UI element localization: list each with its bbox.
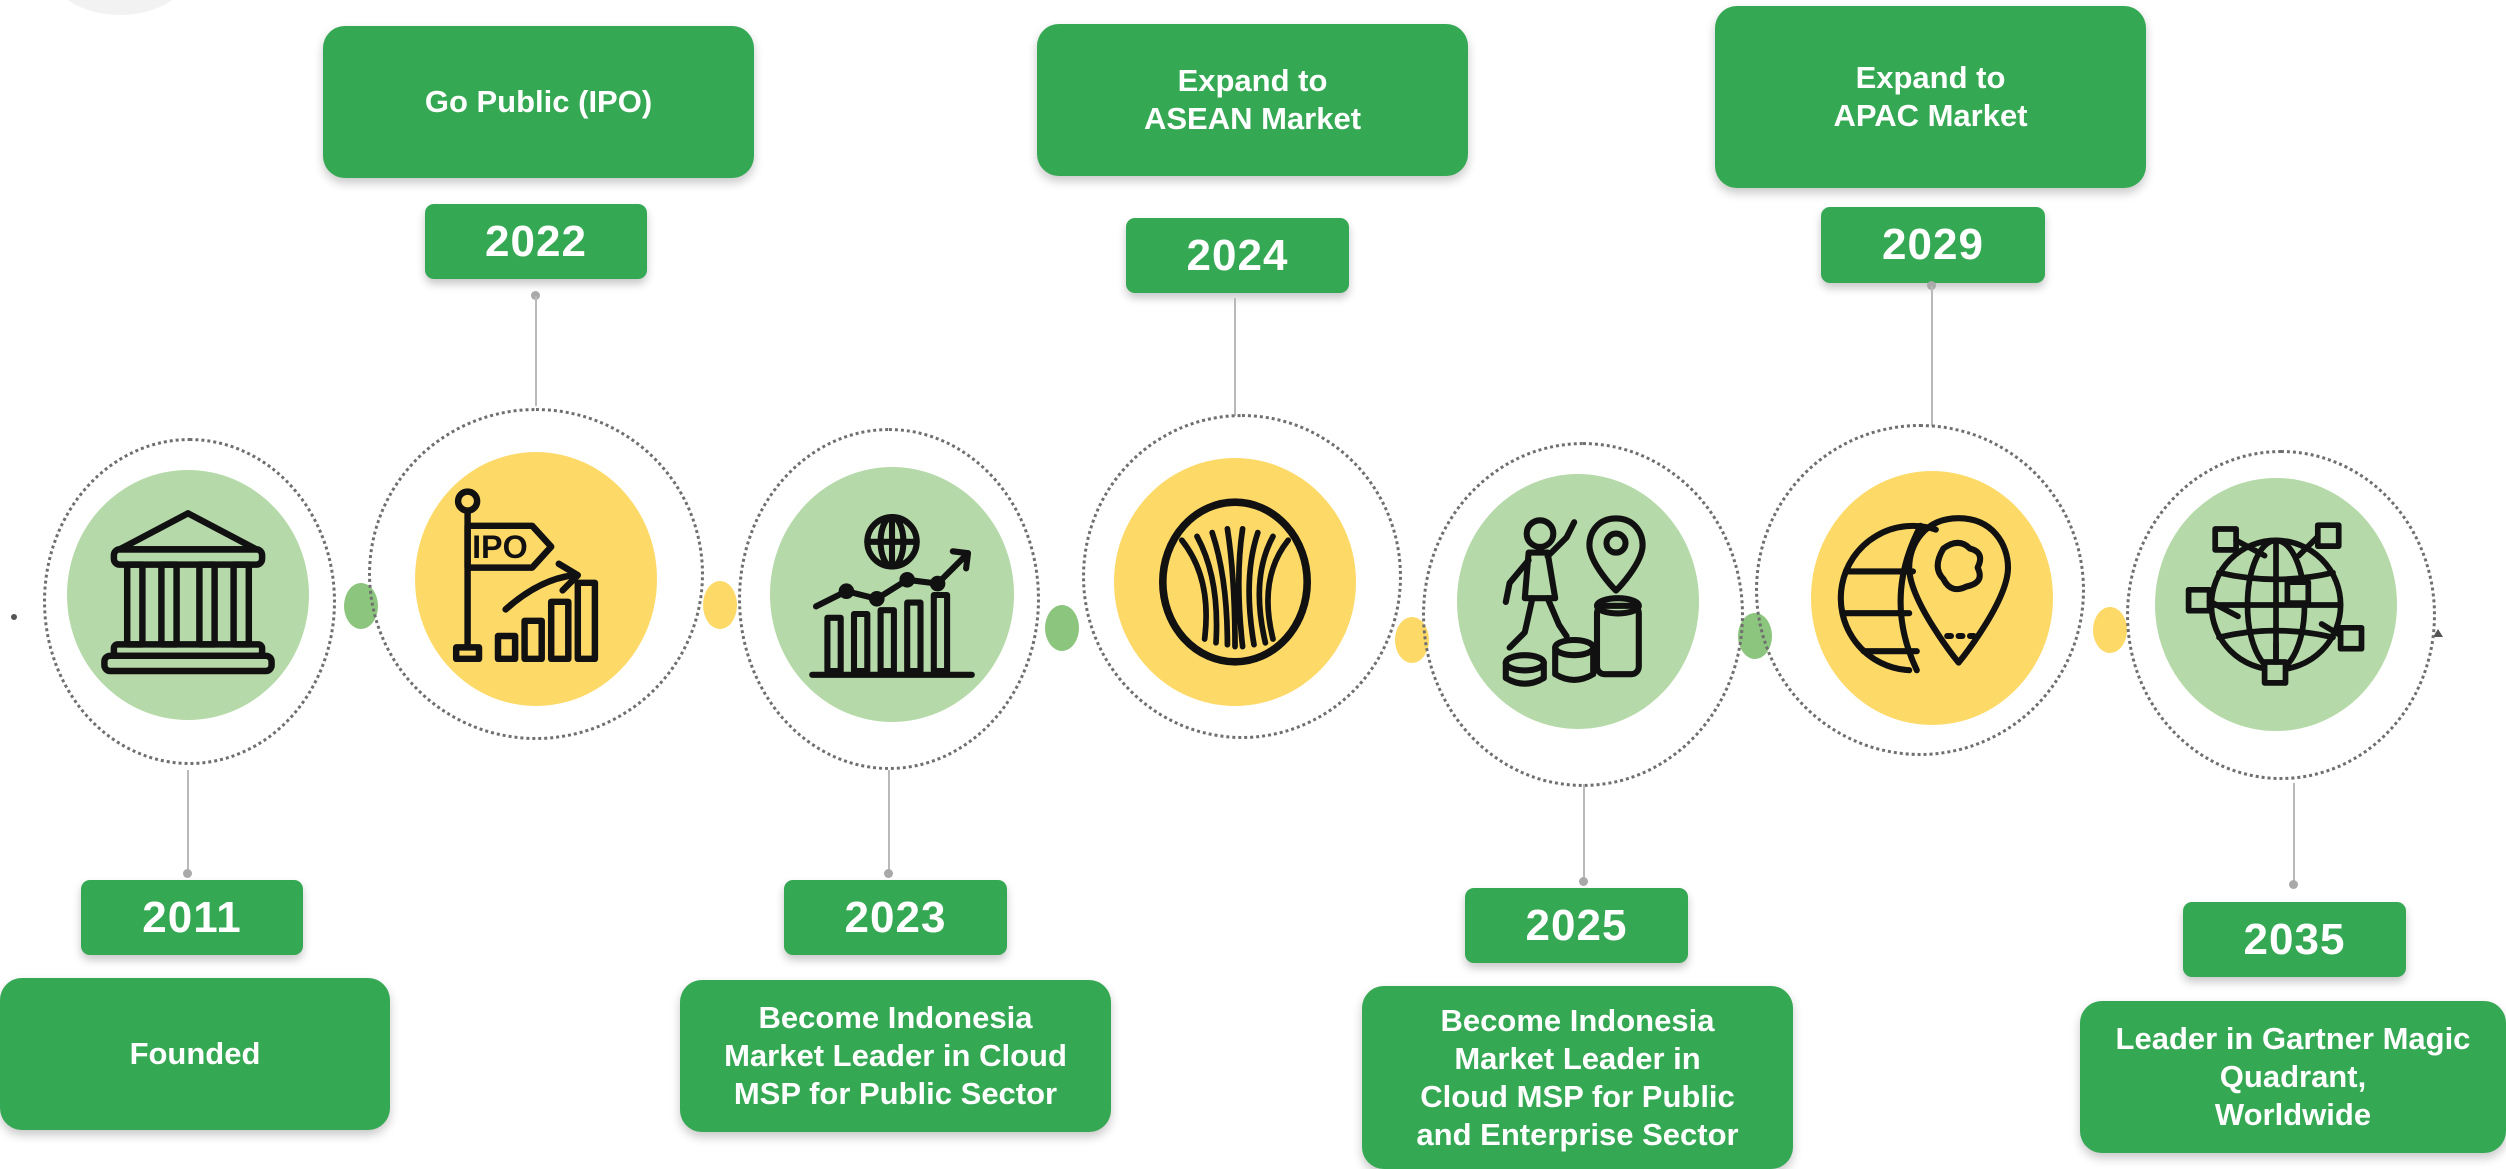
dotted-ring	[1082, 414, 1402, 739]
asean-emblem-icon	[1159, 498, 1311, 666]
milestone-icon-circle	[67, 470, 309, 720]
corner-decoration	[50, 0, 190, 15]
connector-dot	[1045, 605, 1079, 651]
dotted-ring	[1755, 424, 2085, 756]
milestone-icon-circle	[1457, 474, 1699, 729]
year-label: 2011	[81, 880, 303, 955]
milestone-title: Expand to APAC Market	[1715, 6, 2146, 188]
dotted-ring	[2126, 450, 2436, 780]
connector-stem-end	[1927, 281, 1936, 290]
year-label: 2029	[1821, 207, 2045, 283]
businessman-climbing-location-icon	[1502, 514, 1646, 687]
connector-stem-end	[1579, 877, 1588, 886]
year-label: 2022	[425, 204, 647, 279]
timeline-end-arrow	[2433, 629, 2443, 637]
dotted-ring	[43, 438, 336, 765]
milestone-icon-circle: IPO	[415, 452, 657, 706]
connector-stem	[2293, 783, 2295, 884]
year-label: 2024	[1126, 218, 1349, 293]
global-network-icon	[2185, 521, 2365, 686]
connector-dot	[703, 581, 737, 629]
connector-stem	[187, 770, 189, 873]
globe-growth-chart-icon	[809, 513, 975, 678]
ipo-flag-growth-icon: IPO	[452, 488, 599, 663]
dotted-ring	[738, 428, 1040, 770]
bank-building-icon	[101, 510, 275, 675]
milestone-icon-circle	[1114, 458, 1356, 706]
year-label: 2023	[784, 880, 1007, 955]
milestone-icon-circle	[2155, 478, 2397, 731]
connector-stem	[888, 770, 890, 873]
connector-stem-end	[884, 869, 893, 878]
milestone-title: Become Indonesia Market Leader in Cloud …	[1362, 986, 1793, 1169]
connector-stem	[1583, 784, 1585, 880]
connector-stem-end	[531, 291, 540, 300]
connector-stem-end	[183, 869, 192, 878]
connector-stem	[1931, 286, 1933, 426]
year-label: 2035	[2183, 902, 2406, 977]
globe-map-pin-icon	[1837, 515, 2012, 674]
connector-stem	[1234, 298, 1236, 416]
milestone-icon-circle	[1811, 471, 2053, 725]
milestone-title: Go Public (IPO)	[323, 26, 754, 178]
connector-stem-end	[2289, 880, 2298, 889]
svg-text:IPO: IPO	[472, 529, 528, 565]
milestone-icon-circle	[770, 467, 1014, 722]
milestone-title: Expand to ASEAN Market	[1037, 24, 1468, 176]
milestone-title: Become Indonesia Market Leader in Cloud …	[680, 980, 1111, 1132]
year-label: 2025	[1465, 888, 1688, 963]
connector-stem	[535, 296, 537, 406]
connector-dot	[2093, 607, 2127, 653]
dotted-ring	[368, 408, 704, 740]
milestone-title: Leader in Gartner Magic Quadrant, Worldw…	[2080, 1001, 2506, 1153]
timeline-start-dot	[11, 614, 17, 620]
milestone-title: Founded	[0, 978, 390, 1130]
